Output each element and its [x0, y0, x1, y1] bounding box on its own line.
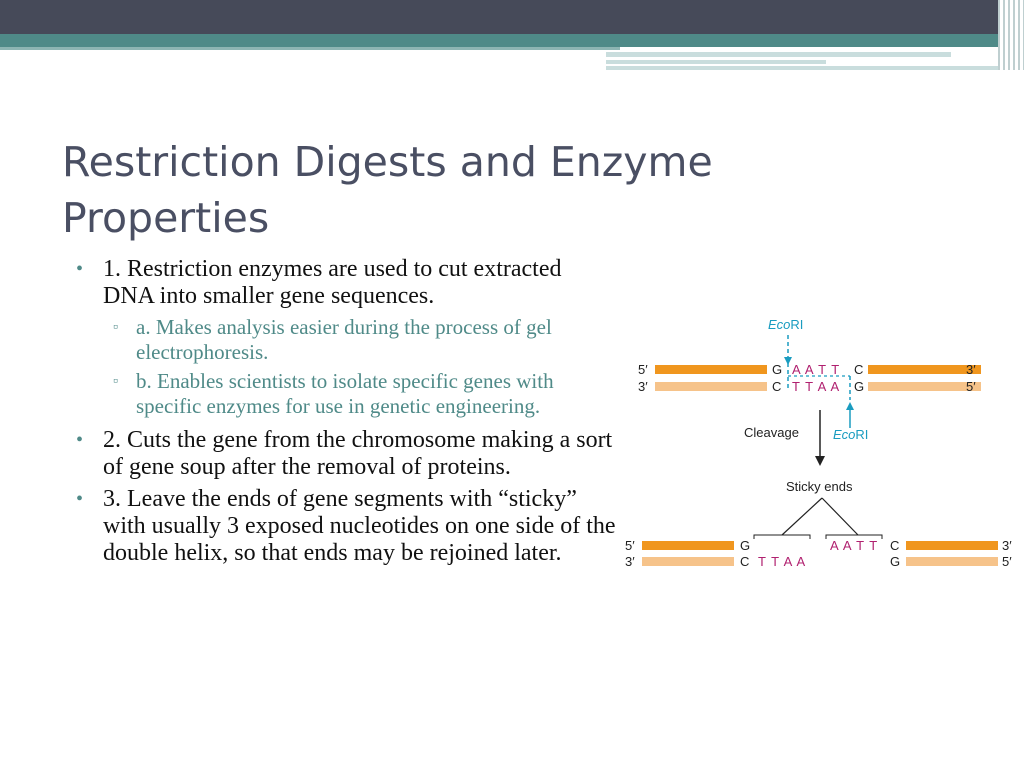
sticky-ends-label: Sticky ends: [786, 479, 853, 494]
strand-top-right: [868, 365, 981, 374]
sub-bullet-item: ▫ a. Makes analysis easier during the pr…: [76, 315, 616, 365]
site-top: A A T T: [792, 362, 840, 377]
bullet-text: 2. Cuts the gene from the chromosome mak…: [103, 427, 613, 480]
fragment-right-base-c: C: [890, 538, 899, 553]
bullet-list: • 1. Restriction enzymes are used to cut…: [76, 256, 616, 572]
fragment-right-base-g: G: [890, 554, 900, 569]
fragment-left-base-g: G: [740, 538, 750, 553]
strand-top-left: [655, 365, 767, 374]
bracket-right: [825, 534, 883, 539]
cleavage-arrow-icon: [815, 456, 825, 466]
strand-bottom-left: [655, 382, 767, 391]
header-decor-bar: [606, 52, 951, 57]
sub-bullet-item: ▫ b. Enables scientists to isolate speci…: [76, 369, 616, 419]
fragment-right-site: A A T T: [830, 538, 878, 553]
fragment-left-base-c: C: [740, 554, 749, 569]
base-bottom-right: G: [854, 379, 864, 394]
sub-bullet-text: b. Enables scientists to isolate specifi…: [136, 369, 554, 418]
site-bottom: T T A A: [792, 379, 840, 394]
sub-bullet-icon: ▫: [113, 320, 118, 335]
bullet-icon: •: [76, 258, 84, 280]
label-3prime: 3′: [966, 362, 976, 377]
strand-bottom-right: [868, 382, 981, 391]
cut-arrow-up-icon: [846, 402, 854, 410]
header-stripes: [998, 0, 1024, 70]
label-3prime: 3′: [625, 554, 635, 569]
header-decor-bar: [606, 60, 826, 64]
fragment-left-site: T T A A: [758, 554, 806, 569]
bullet-text: 3. Leave the ends of gene segments with …: [103, 486, 616, 566]
bullet-icon: •: [76, 429, 84, 451]
bullet-item: • 3. Leave the ends of gene segments wit…: [76, 486, 616, 567]
base-bottom-left: C: [772, 379, 781, 394]
bullet-item: • 2. Cuts the gene from the chromosome m…: [76, 427, 616, 481]
cut-arrow-down-icon: [784, 357, 792, 365]
bullet-icon: •: [76, 488, 84, 510]
fragment-right-bottom: [906, 557, 998, 566]
ecori-diagram: EcoRI 5′ G A A T T C 3′ 3′ C T T A A G 5…: [625, 317, 1012, 569]
pointer-right: [821, 497, 859, 536]
bullet-item: • 1. Restriction enzymes are used to cut…: [76, 256, 616, 310]
label-5prime: 5′: [1002, 554, 1012, 569]
enzyme-label-top: EcoRI: [768, 317, 803, 332]
header-teal-band: [0, 34, 1024, 47]
pointer-left: [781, 497, 823, 536]
label-5prime: 5′: [625, 538, 635, 553]
header-dark-band: [0, 0, 1024, 34]
header-decor-bar: [606, 66, 1006, 70]
label-5prime: 5′: [966, 379, 976, 394]
enzyme-label-bottom: EcoRI: [833, 427, 868, 442]
cleavage-label: Cleavage: [744, 425, 799, 440]
base-top-right: C: [854, 362, 863, 377]
label-3prime: 3′: [638, 379, 648, 394]
fragment-left-bottom: [642, 557, 734, 566]
slide-title: Restriction Digests and Enzyme Propertie…: [62, 138, 713, 242]
bracket-left: [753, 534, 811, 539]
label-3prime: 3′: [1002, 538, 1012, 553]
bullet-text: 1. Restriction enzymes are used to cut e…: [103, 256, 562, 309]
fragment-right-top: [906, 541, 998, 550]
header-teal-line: [0, 47, 620, 50]
base-top-left: G: [772, 362, 782, 377]
sub-bullet-text: a. Makes analysis easier during the proc…: [136, 315, 552, 364]
label-5prime: 5′: [638, 362, 648, 377]
fragment-left-top: [642, 541, 734, 550]
sub-bullet-icon: ▫: [113, 374, 118, 389]
